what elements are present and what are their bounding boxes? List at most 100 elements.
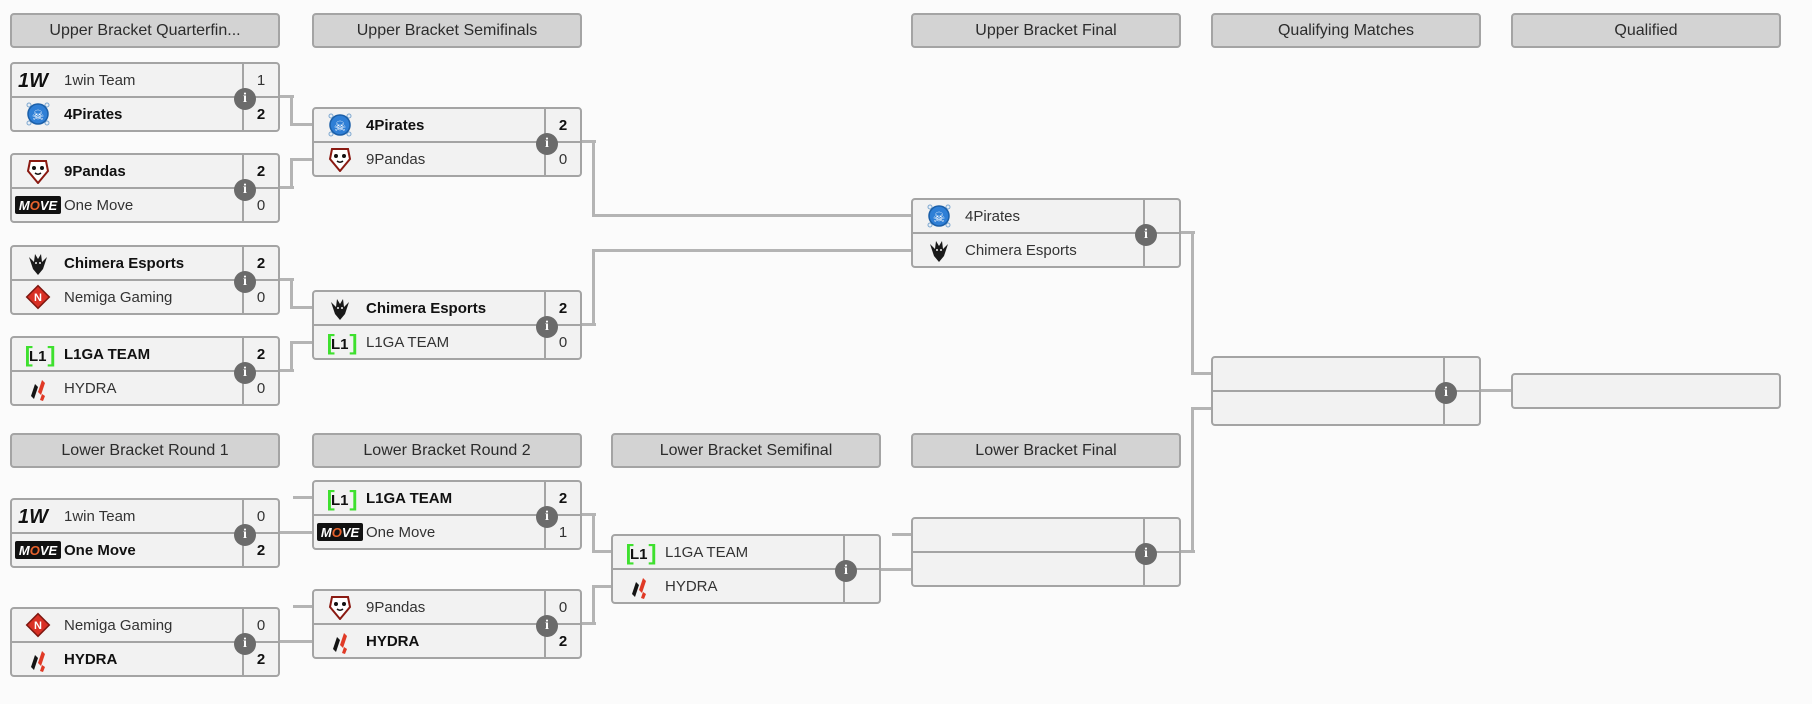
team-name[interactable]: L1GA TEAM <box>366 333 450 351</box>
connector-line <box>293 496 314 499</box>
match-info-icon[interactable]: i <box>234 524 256 546</box>
team-score: 2 <box>242 247 278 279</box>
team-score: 0 <box>544 326 580 358</box>
match-slot[interactable]: ☠4Pirates <box>913 200 1179 234</box>
team-name[interactable]: One Move <box>366 523 436 541</box>
team-name[interactable]: 9Pandas <box>64 162 126 180</box>
team-name[interactable]: Chimera Esports <box>64 254 185 272</box>
empty-logo <box>1213 358 1265 390</box>
match-info-icon[interactable]: i <box>536 615 558 637</box>
team-name[interactable]: 4Pirates <box>366 116 425 134</box>
svg-text:N: N <box>34 620 42 632</box>
match-info-icon[interactable]: i <box>234 179 256 201</box>
match-info-icon[interactable]: i <box>1435 382 1457 404</box>
team-name[interactable]: 1win Team <box>64 71 136 89</box>
hydra-team-logo-icon <box>613 570 665 602</box>
team-name[interactable]: Nemiga Gaming <box>64 288 173 306</box>
team-name[interactable]: Nemiga Gaming <box>64 616 173 634</box>
team-score: 2 <box>242 338 278 370</box>
team-name[interactable]: L1GA TEAM <box>665 543 749 561</box>
1win-team-logo-icon: 1W <box>12 500 64 532</box>
connector-line <box>879 568 913 571</box>
9pandas-team-logo-icon <box>12 155 64 187</box>
match-info-icon[interactable]: i <box>536 133 558 155</box>
team-score: 1 <box>242 64 278 96</box>
team-name[interactable]: HYDRA <box>64 650 118 668</box>
connector-line <box>290 95 293 126</box>
svg-text:☠: ☠ <box>334 118 347 134</box>
match-info-icon[interactable]: i <box>1135 224 1157 246</box>
connector-line <box>580 323 596 326</box>
match-slot[interactable]: Chimera Esports 2 <box>12 247 278 281</box>
team-name[interactable]: Chimera Esports <box>965 241 1077 259</box>
match-info-icon[interactable]: i <box>835 560 857 582</box>
connector-line <box>1479 389 1513 392</box>
team-name[interactable]: HYDRA <box>366 632 420 650</box>
column-header-qualifying-matches: Qualifying Matches <box>1211 13 1481 48</box>
onemove-team-logo-icon: MOVE <box>12 534 64 566</box>
team-name[interactable]: HYDRA <box>64 379 117 397</box>
match-info-icon[interactable]: i <box>234 633 256 655</box>
match-info-icon[interactable]: i <box>536 506 558 528</box>
connector-line <box>592 513 595 553</box>
team-name[interactable]: L1GA TEAM <box>64 345 151 363</box>
connector-line <box>278 369 294 372</box>
svg-text:]: ] <box>45 344 55 367</box>
team-score: 2 <box>242 534 278 566</box>
team-name[interactable]: HYDRA <box>665 577 718 595</box>
match-slot[interactable]: HYDRA <box>613 570 879 602</box>
svg-text:L1: L1 <box>630 546 648 563</box>
column-header-ub-final: Upper Bracket Final <box>911 13 1181 48</box>
team-score <box>1143 234 1179 266</box>
team-score: 0 <box>242 189 278 221</box>
match-info-icon[interactable]: i <box>234 271 256 293</box>
column-header-lb-round-1: Lower Bracket Round 1 <box>10 433 280 468</box>
match-info-icon[interactable]: i <box>234 362 256 384</box>
team-name[interactable]: L1GA TEAM <box>366 489 453 507</box>
team-name <box>965 553 1143 585</box>
team-name[interactable]: Chimera Esports <box>366 299 487 317</box>
match-slot[interactable]: Chimera Esports <box>913 234 1179 266</box>
team-name[interactable]: One Move <box>64 196 134 214</box>
match-slot[interactable]: 9Pandas 0 <box>314 591 580 625</box>
svg-text:]: ] <box>646 542 656 565</box>
team-name[interactable]: 9Pandas <box>366 150 426 168</box>
team-name[interactable]: 9Pandas <box>366 598 426 616</box>
svg-text:[: [ <box>623 542 636 565</box>
9pandas-team-logo-icon <box>314 143 366 175</box>
team-name[interactable]: 4Pirates <box>64 105 123 123</box>
match-info-icon[interactable]: i <box>234 88 256 110</box>
connector-line <box>290 306 314 309</box>
hydra-team-logo-icon <box>12 372 64 404</box>
match-slot[interactable]: [L1] L1GA TEAM <box>613 536 879 570</box>
team-name[interactable]: 4Pirates <box>965 207 1021 225</box>
l1ga-team-logo-icon: [L1] <box>314 482 366 514</box>
match-qualifying-match: i <box>1211 356 1481 426</box>
team-name[interactable]: 1win Team <box>64 507 136 525</box>
team-score: 0 <box>544 591 580 623</box>
match-info-icon[interactable]: i <box>1135 543 1157 565</box>
team-name[interactable]: One Move <box>64 541 136 559</box>
team-score: 0 <box>242 500 278 532</box>
connector-line <box>278 640 314 643</box>
match-info-icon[interactable]: i <box>536 316 558 338</box>
